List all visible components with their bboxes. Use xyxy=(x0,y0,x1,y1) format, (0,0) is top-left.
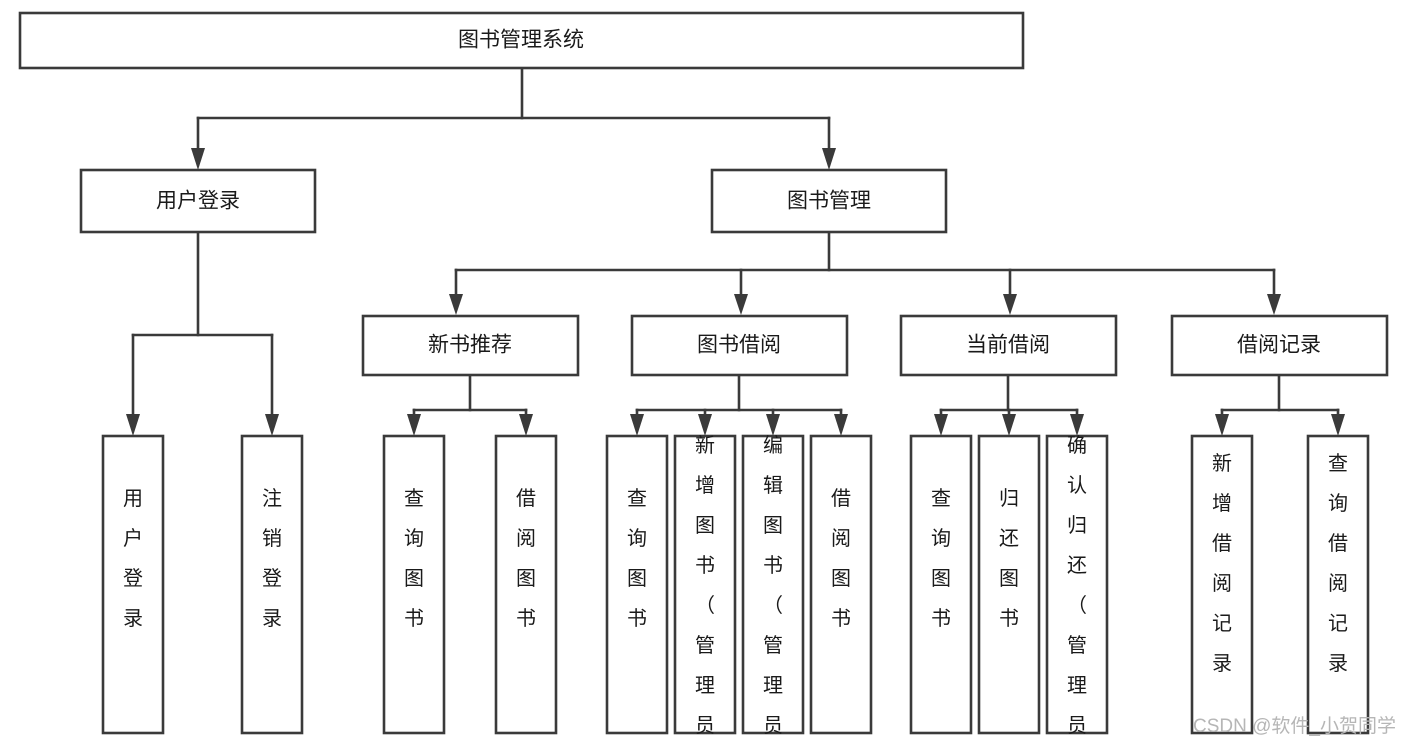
arrow-head-book-borrow xyxy=(734,294,748,315)
node-book-borrow-box[interactable] xyxy=(630,314,849,377)
arrow-head-leaf-add-record xyxy=(1215,414,1229,436)
node-root-label: 图书管理系统 xyxy=(458,29,584,52)
arrow-head-current-borrow xyxy=(1003,294,1017,315)
node-leaf-query-book-3[interactable]: 查询图书 xyxy=(909,434,973,735)
node-leaf-return-book-box[interactable] xyxy=(977,434,1041,735)
node-leaf-user-login[interactable]: 用户登录 xyxy=(101,434,165,735)
arrow-head-book-management xyxy=(822,148,836,170)
node-book-management-label: 图书管理 xyxy=(787,190,871,213)
node-leaf-logout-login-box[interactable] xyxy=(240,434,304,735)
node-leaf-confirm-return-label: 确认归还（管理员） xyxy=(1067,434,1087,747)
node-leaf-return-book[interactable]: 归还图书 xyxy=(977,434,1041,735)
node-leaf-borrow-book-2-box[interactable] xyxy=(809,434,873,735)
node-leaf-query-book-3-box[interactable] xyxy=(909,434,973,735)
node-leaf-borrow-book-1-box[interactable] xyxy=(494,434,558,735)
node-current-borrow-label: 当前借阅 xyxy=(966,334,1050,357)
node-leaf-add-record-box[interactable] xyxy=(1190,434,1254,735)
arrow-head-leaf-query-book-3 xyxy=(934,414,948,436)
arrow-head-leaf-query-book-2 xyxy=(630,414,644,436)
node-borrow-record[interactable]: 借阅记录 xyxy=(1170,314,1389,377)
node-root[interactable]: 图书管理系统 xyxy=(18,11,1025,70)
node-current-borrow-box[interactable] xyxy=(899,314,1118,377)
node-leaf-query-book-3-label: 查询图书 xyxy=(931,487,951,630)
node-leaf-user-login-box[interactable] xyxy=(101,434,165,735)
node-leaf-query-book-1[interactable]: 查询图书 xyxy=(382,434,446,735)
node-leaf-logout-login-label: 注销登录 xyxy=(262,487,282,630)
node-book-borrow[interactable]: 图书借阅 xyxy=(630,314,849,377)
node-leaf-query-book-1-label: 查询图书 xyxy=(404,487,424,630)
arrow-head-borrow-record xyxy=(1267,294,1281,315)
node-leaf-confirm-return-box[interactable] xyxy=(1045,434,1109,735)
node-leaf-add-record[interactable]: 新增借阅记录 xyxy=(1190,434,1254,735)
node-leaf-edit-book[interactable]: 编辑图书（管理员） xyxy=(741,434,805,747)
node-leaf-query-book-2-box[interactable] xyxy=(605,434,669,735)
node-leaf-query-book-2-label: 查询图书 xyxy=(627,487,647,630)
node-book-borrow-label: 图书借阅 xyxy=(697,334,781,357)
node-leaf-edit-book-label: 编辑图书（管理员） xyxy=(763,434,783,747)
arrow-head-leaf-edit-book xyxy=(766,414,780,436)
arrow-head-leaf-logout-login xyxy=(265,414,279,436)
arrow-head-leaf-confirm-return xyxy=(1070,414,1084,436)
node-root-box[interactable] xyxy=(18,11,1025,70)
node-leaf-borrow-book-2[interactable]: 借阅图书 xyxy=(809,434,873,735)
node-leaf-return-book-label: 归还图书 xyxy=(999,487,1019,630)
node-current-borrow[interactable]: 当前借阅 xyxy=(899,314,1118,377)
node-leaf-confirm-return[interactable]: 确认归还（管理员） xyxy=(1045,434,1109,747)
arrow-head-leaf-query-record xyxy=(1331,414,1345,436)
node-book-management[interactable]: 图书管理 xyxy=(710,168,948,234)
node-leaf-user-login-label: 用户登录 xyxy=(123,488,143,630)
node-leaf-add-book[interactable]: 新增图书（管理员） xyxy=(673,434,737,747)
arrow-head-new-book-recommend xyxy=(449,294,463,315)
node-leaf-query-record-box[interactable] xyxy=(1306,434,1370,735)
node-leaf-query-record[interactable]: 查询借阅记录 xyxy=(1306,434,1370,735)
arrow-head-leaf-add-book xyxy=(698,414,712,436)
node-leaf-edit-book-box[interactable] xyxy=(741,434,805,735)
connector-layer xyxy=(126,66,1345,436)
node-leaf-logout-login[interactable]: 注销登录 xyxy=(240,434,304,735)
arrow-head-leaf-borrow-book-1 xyxy=(519,414,533,436)
arrow-head-leaf-query-book-1 xyxy=(407,414,421,436)
node-user-login-box[interactable] xyxy=(79,168,317,234)
node-leaf-borrow-book-1-label: 借阅图书 xyxy=(516,487,536,630)
node-leaf-add-book-label: 新增图书（管理员） xyxy=(695,434,715,747)
node-new-book-recommend-label: 新书推荐 xyxy=(428,334,512,357)
node-leaf-borrow-book-1[interactable]: 借阅图书 xyxy=(494,434,558,735)
watermark-label: CSDN @软件_小贺同学 xyxy=(1193,715,1396,737)
node-leaf-query-book-2[interactable]: 查询图书 xyxy=(605,434,669,735)
node-leaf-add-book-box[interactable] xyxy=(673,434,737,735)
node-borrow-record-box[interactable] xyxy=(1170,314,1389,377)
node-leaf-query-record-label: 查询借阅记录 xyxy=(1328,452,1348,675)
node-book-management-box[interactable] xyxy=(710,168,948,234)
arrow-head-leaf-return-book xyxy=(1002,414,1016,436)
arrow-head-leaf-user-login xyxy=(126,414,140,436)
node-new-book-recommend[interactable]: 新书推荐 xyxy=(361,314,580,377)
node-new-book-recommend-box[interactable] xyxy=(361,314,580,377)
node-user-login-label: 用户登录 xyxy=(156,190,240,213)
arrow-head-leaf-borrow-book-2 xyxy=(834,414,848,436)
node-borrow-record-label: 借阅记录 xyxy=(1237,334,1321,357)
node-user-login[interactable]: 用户登录 xyxy=(79,168,317,234)
node-leaf-borrow-book-2-label: 借阅图书 xyxy=(831,487,851,630)
node-leaf-add-record-label: 新增借阅记录 xyxy=(1212,452,1232,675)
arrow-head-user-login xyxy=(191,148,205,170)
node-leaf-query-book-1-box[interactable] xyxy=(382,434,446,735)
